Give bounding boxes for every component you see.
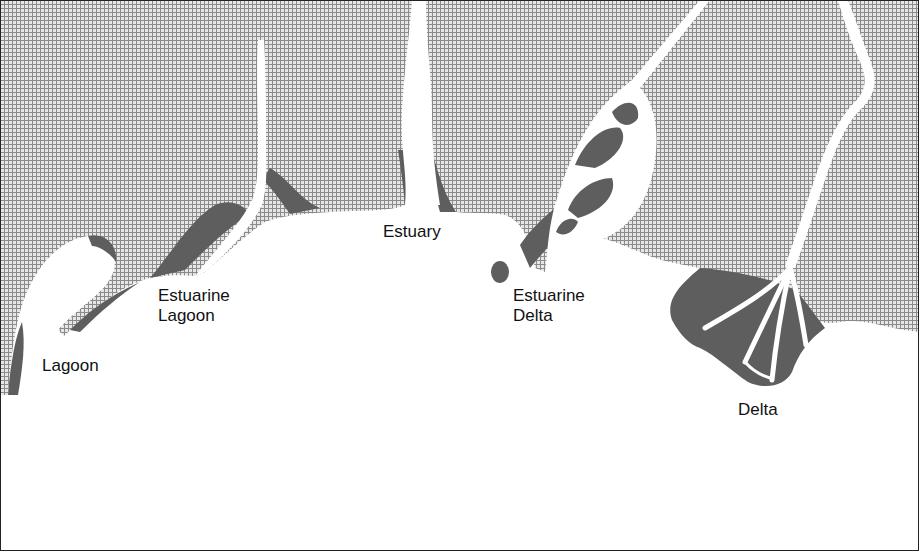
landform-label: Estuarine Lagoon xyxy=(156,286,252,325)
landform-label: Estuarine Delta xyxy=(511,286,607,325)
landform-label: Lagoon xyxy=(40,356,101,376)
landform-label: Estuary xyxy=(381,222,443,242)
land-area xyxy=(0,0,919,395)
channels xyxy=(195,0,875,276)
delta-islands xyxy=(556,103,638,235)
landform-label: Delta xyxy=(736,400,780,420)
distributaries xyxy=(705,268,806,380)
